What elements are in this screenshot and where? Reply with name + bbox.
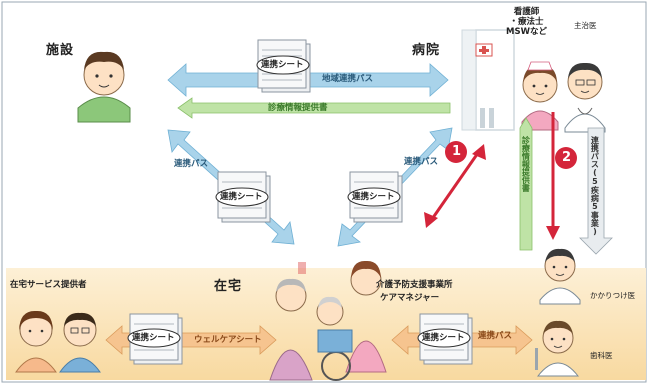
red-arrow-1 [424,141,486,228]
info-provision-label: 診療情報提供書 [268,103,328,113]
bottom-left-sheet-label: 連携シート [132,333,175,343]
nurse-icon [521,61,559,131]
home-service-provider-icon [15,310,101,373]
home-family-icon [269,260,387,381]
home-service-provider-label: 在宅サービス提供者 [10,280,87,290]
info-provision-arrow [177,97,451,119]
left-sheet-label: 連携シート [220,192,263,202]
home-service-path-label: ウェルケアシート [194,335,262,345]
facility-person-icon [77,51,131,123]
right-path-label: 連携パス [404,157,439,167]
right-sheet-stack [347,171,403,223]
badge-one [445,141,467,163]
facility-label: 施設 [46,43,75,58]
vertical-info-label: 診療情報提供書 [521,136,531,192]
home-label: 在宅 [214,279,243,294]
badge-one-label: 1 [452,144,462,159]
badge-two [555,147,577,169]
family-doctor-icon [539,248,581,305]
left-path-label: 連携パス [174,159,209,169]
family-doctor-label: かかりつけ医 [590,291,636,300]
facility-hospital-path-label: 地域連携パス [322,74,374,84]
right-sheet-label: 連携シート [352,192,395,202]
care-path-label: 連携パス [478,331,513,341]
bottom-right-sheet-stack [417,313,473,365]
top-sheet-label: 連携シート [261,60,304,70]
bottom-left-sheet-stack [127,313,183,365]
attending-doctor-icon [564,62,606,133]
vertical-path-arrow [579,127,613,255]
left-sheet-stack [215,171,271,223]
attending-label: 主治医 [574,21,597,30]
care-support-label: 介護予防支援事業所 [376,280,453,290]
care-manager-label: ケアマネジャー [380,293,440,303]
vertical-path-label: 連携パス(5疾病5事業) [590,136,600,236]
hospital-staff-label: 看護師 ・療法士 MSWなど [506,7,547,37]
bottom-right-sheet-label: 連携シート [422,333,465,343]
badge-two-label: 2 [562,150,572,165]
hospital-label: 病院 [412,43,441,58]
hospital-building-icon [461,29,515,131]
dentist-icon [535,320,580,377]
dentist-label: 歯科医 [590,351,613,360]
top-sheet-stack [256,39,311,93]
vertical-info-arrow [519,117,533,251]
red-arrow-2 [546,112,577,240]
